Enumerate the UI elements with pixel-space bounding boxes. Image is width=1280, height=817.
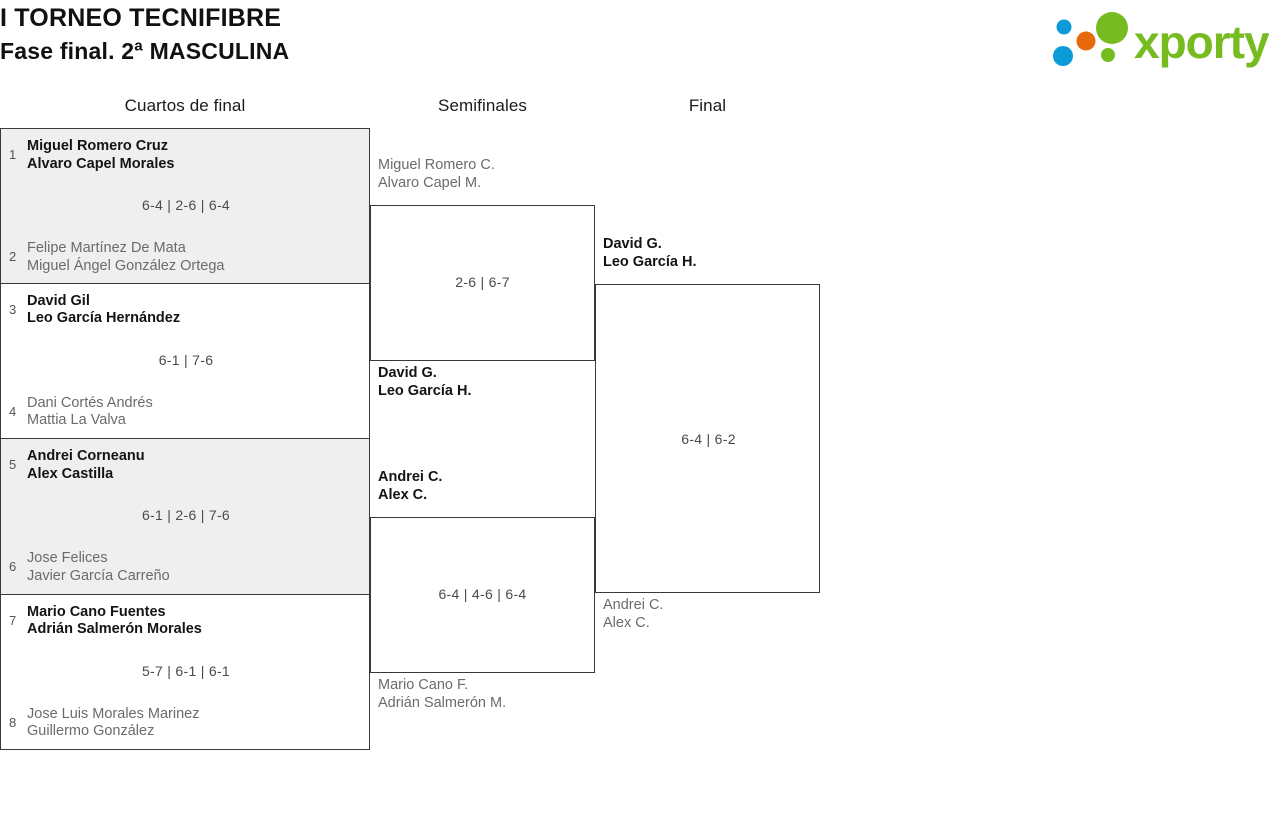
round-header-semifinals: Semifinales (438, 96, 527, 115)
match-score: 6-4 | 6-2 (681, 431, 736, 447)
qf-4-top-team[interactable]: 7 Mario Cano Fuentes Adrián Salmerón Mor… (1, 604, 371, 639)
player-name: Mattia La Valva (27, 412, 126, 428)
seed-number: 8 (9, 714, 17, 730)
player-name: Dani Cortés Andrés (27, 394, 153, 411)
seed-number: 6 (9, 559, 17, 574)
qf-4-bottom-team[interactable]: 8 Jose Luis Morales Marinez Guillermo Go… (1, 706, 371, 741)
final-bottom-team[interactable]: Andrei C. Alex C. (603, 597, 821, 632)
player-name: Leo García H. (603, 253, 697, 270)
player-name: Alvaro Capel M. (378, 174, 482, 191)
qf-1-bottom-team[interactable]: 2 Felipe Martínez De Mata Miguel Ángel G… (1, 240, 371, 275)
player-name: Leo García Hernández (27, 310, 181, 326)
match-qf-3[interactable]: 5 Andrei Corneanu Alex Castilla 6-1 | 2-… (0, 439, 370, 595)
player-name: Guillermo González (27, 723, 155, 739)
qf-2-top-team[interactable]: 3 David Gil Leo García Hernández (1, 293, 371, 328)
player-name: Adrián Salmerón Morales (27, 621, 202, 637)
match-final[interactable]: David G. Leo García H. 6-4 | 6-2 Andrei … (595, 236, 820, 631)
player-name: David G. (603, 236, 662, 252)
player-name: Felipe Martínez De Mata (27, 240, 186, 256)
seed-number: 1 (9, 147, 17, 162)
round-quarterfinals: 1 Miguel Romero Cruz Alvaro Capel Morale… (0, 128, 370, 750)
player-name: Miguel Romero Cruz (27, 138, 168, 154)
match-score: 2-6 | 6-7 (455, 274, 510, 290)
player-name: Jose Luis Morales Marinez (27, 705, 200, 722)
xporty-logo[interactable]: xporty (1046, 12, 1274, 68)
player-name: Miguel Ángel González Ortega (27, 257, 225, 274)
match-score: 5-7 | 6-1 | 6-1 (141, 662, 231, 679)
qf-3-bottom-team[interactable]: 6 Jose Felices Javier García Carreño (1, 550, 371, 585)
player-name: Andrei Corneanu (27, 448, 145, 464)
match-qf-2[interactable]: 3 David Gil Leo García Hernández 6-1 | 7… (0, 283, 371, 439)
final-top-team[interactable]: David G. Leo García H. (603, 236, 821, 271)
tournament-phase: Fase final. 2ª MASCULINA (0, 38, 290, 64)
match-score: 6-4 | 2-6 | 6-4 (141, 197, 231, 213)
round-header-quarterfinals: Cuartos de final (124, 96, 246, 115)
player-name: Jose Felices (27, 550, 108, 566)
player-name: Leo García H. (378, 382, 472, 399)
player-name: David G. (378, 365, 437, 381)
player-name: Miguel Romero C. (378, 157, 495, 173)
player-name: Adrián Salmerón M. (378, 694, 507, 711)
player-name: Alex C. (603, 614, 650, 631)
player-name: Mario Cano F. (378, 677, 469, 693)
match-score: 6-4 | 4-6 | 6-4 (438, 586, 527, 602)
sf-1-top-team[interactable]: Miguel Romero C. Alvaro Capel M. (378, 157, 596, 192)
tournament-title: I TORNEO TECNIFIBRE Fase final. 2ª MASCU… (0, 2, 289, 67)
tournament-name: I TORNEO TECNIFIBRE (0, 4, 282, 32)
match-sf-1[interactable]: Miguel Romero C. Alvaro Capel M. 2-6 | 6… (370, 157, 595, 399)
match-qf-4[interactable]: 7 Mario Cano Fuentes Adrián Salmerón Mor… (0, 594, 371, 750)
player-name: Mario Cano Fuentes (27, 603, 166, 620)
player-name: David Gil (27, 292, 90, 309)
player-name: Alex C. (378, 486, 428, 503)
qf-3-top-team[interactable]: 5 Andrei Corneanu Alex Castilla (1, 448, 371, 483)
player-name: Andrei C. (378, 469, 443, 485)
match-qf-1[interactable]: 1 Miguel Romero Cruz Alvaro Capel Morale… (0, 128, 370, 284)
player-name: Andrei C. (603, 597, 664, 613)
player-name: Alvaro Capel Morales (27, 155, 175, 172)
match-score: 6-1 | 2-6 | 7-6 (141, 507, 231, 523)
player-name: Javier García Carreño (27, 567, 170, 584)
svg-text:xporty: xporty (1134, 16, 1270, 68)
seed-number: 5 (9, 457, 17, 472)
seed-number: 7 (9, 612, 17, 628)
qf-1-top-team[interactable]: 1 Miguel Romero Cruz Alvaro Capel Morale… (1, 138, 371, 173)
round-header-final: Final (688, 96, 727, 115)
player-name: Alex Castilla (27, 465, 114, 482)
match-sf-2[interactable]: Andrei C. Alex C. 6-4 | 4-6 | 6-4 Mario … (370, 469, 595, 711)
seed-number: 2 (9, 249, 17, 264)
match-score: 6-1 | 7-6 (158, 351, 214, 368)
sf-1-bottom-team[interactable]: David G. Leo García H. (378, 365, 596, 400)
sf-2-top-team[interactable]: Andrei C. Alex C. (378, 469, 596, 504)
sf-2-bottom-team[interactable]: Mario Cano F. Adrián Salmerón M. (378, 677, 596, 712)
qf-2-bottom-team[interactable]: 4 Dani Cortés Andrés Mattia La Valva (1, 395, 371, 430)
seed-number: 3 (9, 301, 17, 317)
seed-number: 4 (9, 403, 17, 419)
